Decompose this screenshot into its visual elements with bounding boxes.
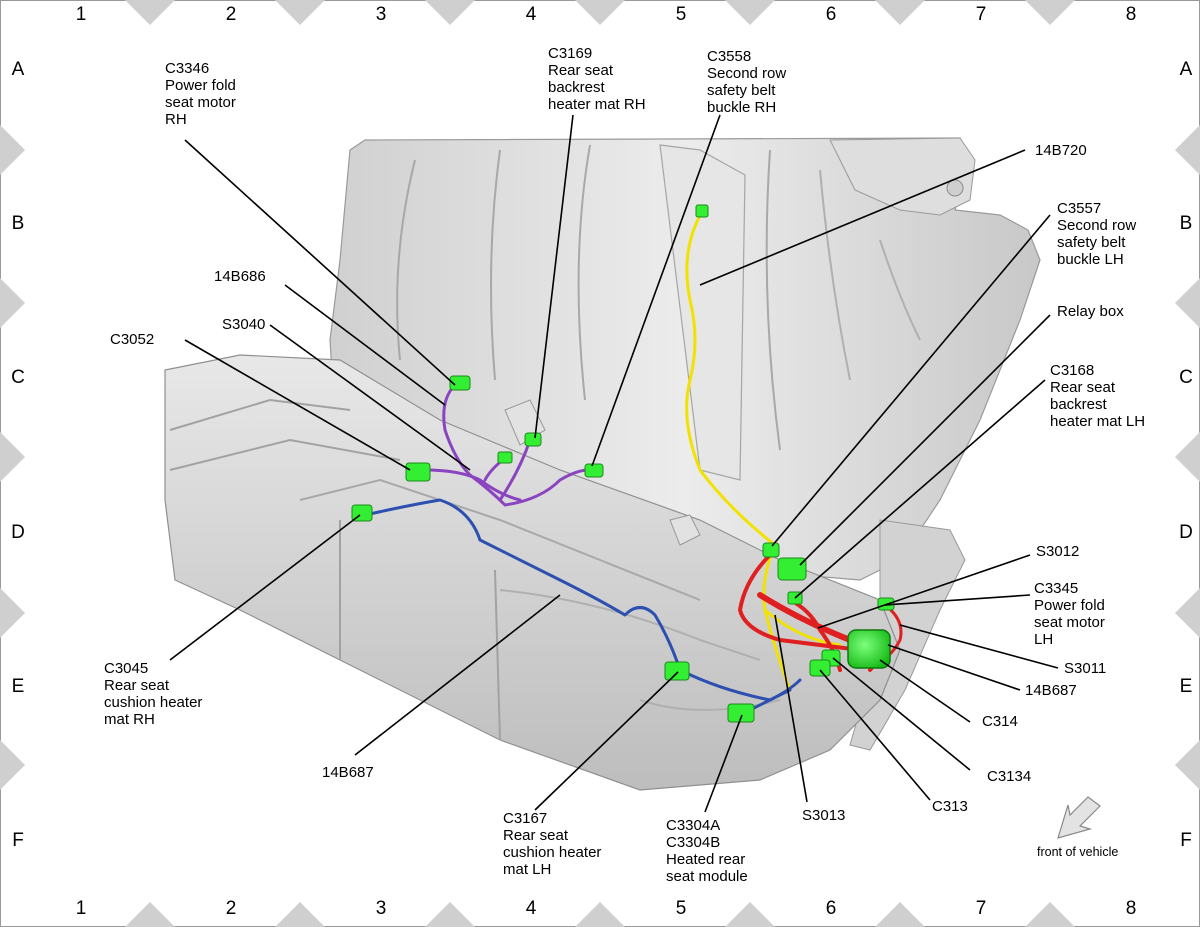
grid-col-1-bottom: 1 bbox=[75, 898, 87, 919]
connector-14b720 bbox=[695, 204, 709, 218]
connector-c3052 bbox=[405, 462, 431, 482]
label-c3045: C3045 Rear seat cushion heater mat RH bbox=[104, 660, 203, 728]
grid-row-c-left: C bbox=[11, 367, 25, 388]
label-c3557: C3557 Second row safety belt buckle LH bbox=[1057, 200, 1137, 268]
label-14b687-left: 14B687 bbox=[322, 764, 374, 781]
grid-col-5-top: 5 bbox=[675, 4, 687, 25]
label-c313: C313 bbox=[932, 798, 968, 815]
grid-col-4-top: 4 bbox=[525, 4, 537, 25]
label-c3052: C3052 bbox=[110, 331, 155, 348]
label-s3013: S3013 bbox=[802, 807, 846, 824]
connector-c3167 bbox=[664, 661, 690, 681]
label-c3168: C3168 Rear seat backrest heater mat LH bbox=[1050, 362, 1146, 430]
grid-row-e-right: E bbox=[1179, 676, 1193, 697]
front-of-vehicle-label: front of vehicle bbox=[1037, 845, 1119, 859]
grid-col-6-bottom: 6 bbox=[825, 898, 837, 919]
label-c314: C314 bbox=[982, 713, 1018, 730]
leader-lines bbox=[169, 114, 1059, 813]
label-c3345: C3345 Power fold seat motor LH bbox=[1034, 580, 1105, 648]
grid-row-d-right: D bbox=[1179, 522, 1193, 543]
label-c3346: C3346 Power fold seat motor RH bbox=[165, 60, 236, 128]
grid-col-2-bottom: 2 bbox=[225, 898, 237, 919]
connector-relay bbox=[777, 557, 807, 581]
label-c3304: C3304A C3304B Heated rear seat module bbox=[666, 817, 748, 885]
label-s3012: S3012 bbox=[1036, 543, 1080, 560]
grid-row-a-left: A bbox=[11, 59, 25, 80]
connector-c3169 bbox=[524, 432, 542, 447]
grid-col-1-top: 1 bbox=[75, 4, 87, 25]
label-14b686: 14B686 bbox=[214, 268, 266, 285]
label-14b720: 14B720 bbox=[1035, 142, 1087, 159]
grid-col-3-bottom: 3 bbox=[375, 898, 387, 919]
rear-seat-illustration bbox=[164, 137, 1041, 791]
label-s3011: S3011 bbox=[1064, 660, 1107, 677]
connector-c3557 bbox=[762, 542, 780, 558]
connector-c3304 bbox=[727, 703, 755, 723]
grid-col-8-top: 8 bbox=[1125, 4, 1137, 25]
grid-col-5-bottom: 5 bbox=[675, 898, 687, 919]
label-c3167: C3167 Rear seat cushion heater mat LH bbox=[503, 810, 602, 878]
grid-row-c-right: C bbox=[1179, 367, 1193, 388]
grid-col-3-top: 3 bbox=[375, 4, 387, 25]
connector-c3134 bbox=[809, 659, 831, 677]
grid-col-7-top: 7 bbox=[975, 4, 987, 25]
label-s3040: S3040 bbox=[222, 316, 266, 333]
grid-row-e-left: E bbox=[11, 676, 25, 697]
grid-row-f-right: F bbox=[1180, 830, 1192, 851]
heated-seat-module-c314 bbox=[847, 629, 891, 669]
label-c3169: C3169 Rear seat backrest heater mat RH bbox=[548, 45, 646, 113]
connectors bbox=[351, 204, 895, 723]
grid-col-8-bottom: 8 bbox=[1125, 898, 1137, 919]
grid-col-7-bottom: 7 bbox=[975, 898, 987, 919]
grid-col-2-top: 2 bbox=[225, 4, 237, 25]
connector-c3346 bbox=[449, 375, 471, 391]
grid-col-4-bottom: 4 bbox=[525, 898, 537, 919]
label-c3558: C3558 Second row safety belt buckle RH bbox=[707, 48, 787, 116]
grid-row-a-right: A bbox=[1179, 59, 1193, 80]
front-arrow-icon bbox=[1057, 796, 1101, 839]
label-c3134: C3134 bbox=[987, 768, 1032, 785]
grid-row-b-right: B bbox=[1179, 213, 1193, 234]
label-relay-box: Relay box bbox=[1057, 303, 1124, 320]
grid-row-d-left: D bbox=[11, 522, 25, 543]
connector-s3040 bbox=[497, 451, 513, 464]
grid-row-f-left: F bbox=[12, 830, 24, 851]
label-14b687-right: 14B687 bbox=[1025, 682, 1077, 699]
grid-row-b-left: B bbox=[11, 213, 25, 234]
connector-c3558 bbox=[584, 463, 604, 478]
grid-col-6-top: 6 bbox=[825, 4, 837, 25]
